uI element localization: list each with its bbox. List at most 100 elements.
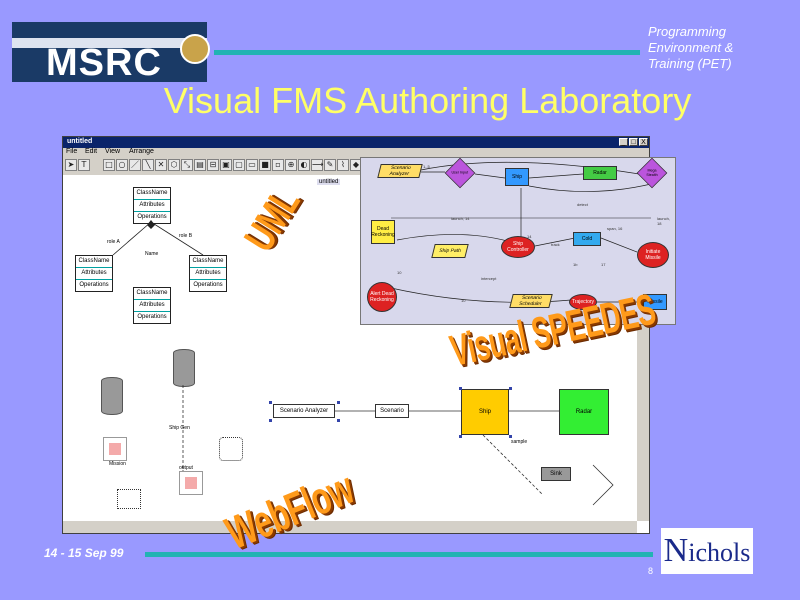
header-note-line: Programming (648, 24, 727, 39)
speedes-cold[interactable]: Cold (573, 232, 601, 246)
link-tool-icon[interactable]: ⤡ (181, 159, 193, 171)
assoc-name-label: Name (145, 251, 159, 257)
page-number: 8 (648, 566, 654, 576)
close-button[interactable]: X (639, 138, 648, 146)
flow-ship[interactable]: Ship (461, 389, 509, 435)
speedes-label: 10 (397, 270, 402, 275)
class-operations: Operations (137, 214, 167, 220)
assoc-label-right: role B (179, 233, 193, 239)
speedes-label: detect (577, 202, 588, 207)
nichols-logo: Nichols (661, 528, 753, 574)
class-name: ClassName (134, 288, 170, 300)
flow-sink[interactable]: Sink (541, 467, 571, 481)
speedes-initiate-missile[interactable]: Initiate Missile (637, 242, 669, 268)
connector-node-icon[interactable] (219, 437, 243, 461)
speedes-label: launch, 14 (451, 216, 470, 221)
speedes-dead-reckoning[interactable]: Dead Reckoning (371, 220, 395, 244)
class-attributes: Attributes (134, 300, 170, 312)
cross-tool-icon[interactable]: ✕ (155, 159, 167, 171)
menu-file[interactable]: File (66, 148, 78, 155)
class-attributes: Attributes (190, 268, 226, 280)
window-title: untitled (67, 138, 93, 145)
speedes-label: intercept (481, 276, 497, 281)
pen-tool-icon[interactable]: ✎ (324, 159, 336, 171)
small-box-tool-icon[interactable]: ▫ (272, 159, 284, 171)
ship-gen-label: Ship Gen (169, 425, 190, 431)
zigzag-tool-icon[interactable]: ⌇ (337, 159, 349, 171)
class-name: ClassName (190, 256, 226, 268)
flow-scenario[interactable]: Scenario (375, 404, 409, 418)
flow-radar[interactable]: Radar (559, 389, 609, 435)
speedes-missile[interactable]: Missile (643, 294, 667, 310)
output-node-icon[interactable] (117, 489, 141, 509)
speedes-label: span, 16 (607, 226, 623, 231)
class-tool-icon[interactable]: ▤ (194, 159, 206, 171)
square-tool-icon[interactable]: ■ (259, 159, 271, 171)
horizontal-scrollbar[interactable] (63, 521, 637, 533)
database-cylinder-icon[interactable] (173, 349, 195, 387)
header-note-line: Training (PET) (648, 56, 732, 71)
header-note: Programming Environment & Training (PET) (648, 24, 788, 72)
uml-class-box[interactable]: ClassName Attributes Operations (133, 287, 171, 324)
text-tool-icon[interactable]: T (78, 159, 90, 171)
speedes-ship-controller[interactable]: Ship Controller (501, 236, 535, 258)
flow-scenario-analyzer[interactable]: Scenario Analyzer (273, 404, 335, 418)
note-tool-icon[interactable]: ▭ (246, 159, 258, 171)
mission-icon[interactable] (103, 437, 127, 461)
speedes-label: 10 (461, 298, 466, 303)
split-tool-icon[interactable]: ⊟ (207, 159, 219, 171)
uml-class-box[interactable]: ClassName Attributes Operations (75, 255, 113, 292)
poly-tool-icon[interactable]: ⬡ (168, 159, 180, 171)
maximize-button[interactable]: □ (629, 138, 638, 146)
panel-tag: untitled (317, 179, 341, 185)
speedes-scenario-analyzer[interactable]: Scenario Analyzer (377, 164, 423, 178)
database-cylinder-icon[interactable] (101, 377, 123, 415)
navy-seal-icon (180, 34, 210, 64)
speedes-ship[interactable]: Ship (505, 168, 529, 186)
header-rule (214, 50, 640, 55)
box-tool-icon[interactable]: ▢ (233, 159, 245, 171)
speedes-label: 1b (573, 262, 578, 267)
bubble-tool-icon[interactable]: ◐ (298, 159, 310, 171)
rect-tool-icon[interactable]: □ (103, 159, 115, 171)
class-name: ClassName (76, 256, 112, 268)
speedes-trajectory[interactable]: Trajectory (569, 294, 597, 310)
speedes-label: 17 (601, 262, 606, 267)
mission-label: Mission (109, 461, 126, 467)
slide-date: 14 - 15 Sep 99 (44, 546, 124, 560)
sample-label: sample (511, 439, 528, 445)
line-tool-icon[interactable]: ／ (129, 159, 141, 171)
logo-strip (12, 38, 207, 48)
uml-associations (112, 220, 204, 256)
oval-tool-icon[interactable]: ○ (116, 159, 128, 171)
arrow-tool-icon[interactable]: ⟶ (311, 159, 324, 171)
menu-edit[interactable]: Edit (85, 148, 98, 155)
pin-tool-icon[interactable]: ⊕ (285, 159, 297, 171)
logo-text: MSRC (46, 42, 162, 84)
class-operations: Operations (193, 282, 223, 288)
component-tool-icon[interactable]: ▣ (220, 159, 232, 171)
speedes-label: 14 (527, 234, 532, 239)
menu-bar: File Edit View Arrange (63, 148, 649, 157)
speedes-ship-path[interactable]: Ship Path (431, 244, 469, 258)
slide-title: Visual FMS Authoring Laboratory (163, 80, 692, 121)
uml-class-box[interactable]: ClassName Attributes Operations (189, 255, 227, 292)
webflow-connectors (182, 385, 614, 506)
class-attributes: Attributes (76, 268, 112, 280)
speedes-alert-dead-reckoning[interactable]: Alert Dead Reckoning (367, 282, 397, 312)
speedes-diagram: Scenario Analyzer User Input Ship Radar … (360, 157, 676, 325)
msrc-logo: MSRC (12, 22, 210, 84)
window-titlebar[interactable]: untitled _ □ X (63, 137, 649, 148)
ship-gen-icon[interactable] (179, 471, 203, 495)
class-operations: Operations (137, 314, 167, 320)
footer-rule (145, 552, 653, 557)
select-arrow-icon[interactable]: ➤ (65, 159, 77, 171)
uml-class-box[interactable]: ClassName Attributes Operations (133, 187, 171, 224)
diag-tool-icon[interactable]: ╲ (142, 159, 154, 171)
minimize-button[interactable]: _ (619, 138, 628, 146)
menu-arrange[interactable]: Arrange (129, 148, 154, 155)
speedes-radar[interactable]: Radar (583, 166, 617, 180)
menu-view[interactable]: View (105, 148, 121, 155)
speedes-label: 1..5 (423, 164, 430, 169)
class-name: ClassName (134, 188, 170, 200)
